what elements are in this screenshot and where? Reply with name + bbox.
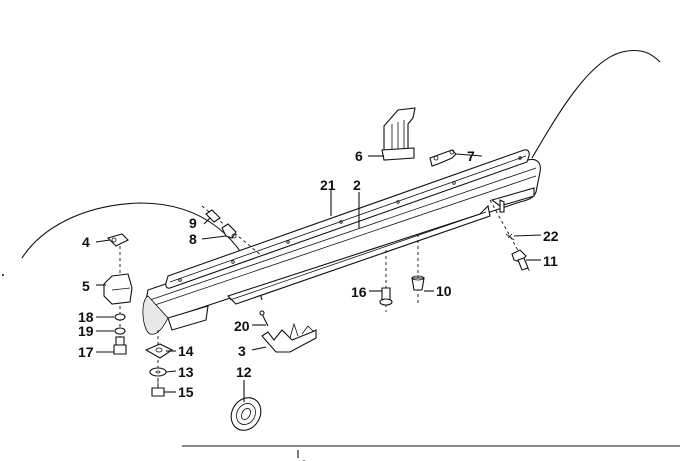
callout-6: 6 (355, 148, 363, 164)
callout-13: 13 (178, 364, 194, 380)
stray-dot (2, 274, 4, 276)
clip-part-4 (106, 233, 129, 247)
callout-18: 18 (78, 309, 94, 325)
callout-7: 7 (467, 148, 475, 164)
callout-14: 14 (178, 343, 194, 359)
callout-22: 22 (543, 228, 559, 244)
plug-part-16 (379, 287, 393, 306)
pin-part-20 (259, 310, 269, 327)
callout-10: 10 (436, 283, 452, 299)
rear-wheel-arch-outline (531, 49, 661, 159)
callout-9: 9 (189, 215, 197, 231)
callout-21: 21 (320, 177, 336, 193)
trim-strip-part (165, 149, 530, 289)
mount-part-5 (103, 273, 133, 305)
callout-16: 16 (351, 284, 367, 300)
callout-17: 17 (78, 344, 94, 360)
callout-3: 3 (238, 343, 246, 359)
plug-part-9 (201, 205, 263, 257)
callout-11: 11 (543, 253, 558, 269)
callout-12: 12 (236, 364, 252, 380)
bolt-part-17 (113, 336, 127, 355)
washer-part-22 (505, 233, 515, 241)
callout-15: 15 (178, 384, 194, 400)
callout-8: 8 (189, 231, 197, 247)
bottom-marker-label: 1 (300, 457, 308, 461)
nut-part-14 (144, 343, 174, 359)
washer-part-18 (114, 313, 126, 321)
callout-2: 2 (353, 177, 361, 193)
sill-cover-part (142, 158, 541, 335)
bracket-part-6 (381, 107, 416, 161)
screw-part-15 (151, 378, 165, 397)
washer-part-13 (149, 367, 167, 377)
cover-part-3 (261, 322, 317, 353)
grommet-part-8 (221, 223, 237, 239)
washer-part-19 (114, 327, 126, 335)
callout-19: 19 (78, 323, 94, 339)
tape-roll-part-12 (230, 397, 262, 431)
leader-lines (95, 153, 542, 402)
callout-4: 4 (82, 234, 90, 250)
callout-20: 20 (234, 318, 250, 334)
callout-5: 5 (82, 278, 90, 294)
rivet-part-11 (511, 249, 529, 271)
clip-nut-part-10 (411, 275, 425, 291)
clip-part-7 (429, 149, 457, 167)
